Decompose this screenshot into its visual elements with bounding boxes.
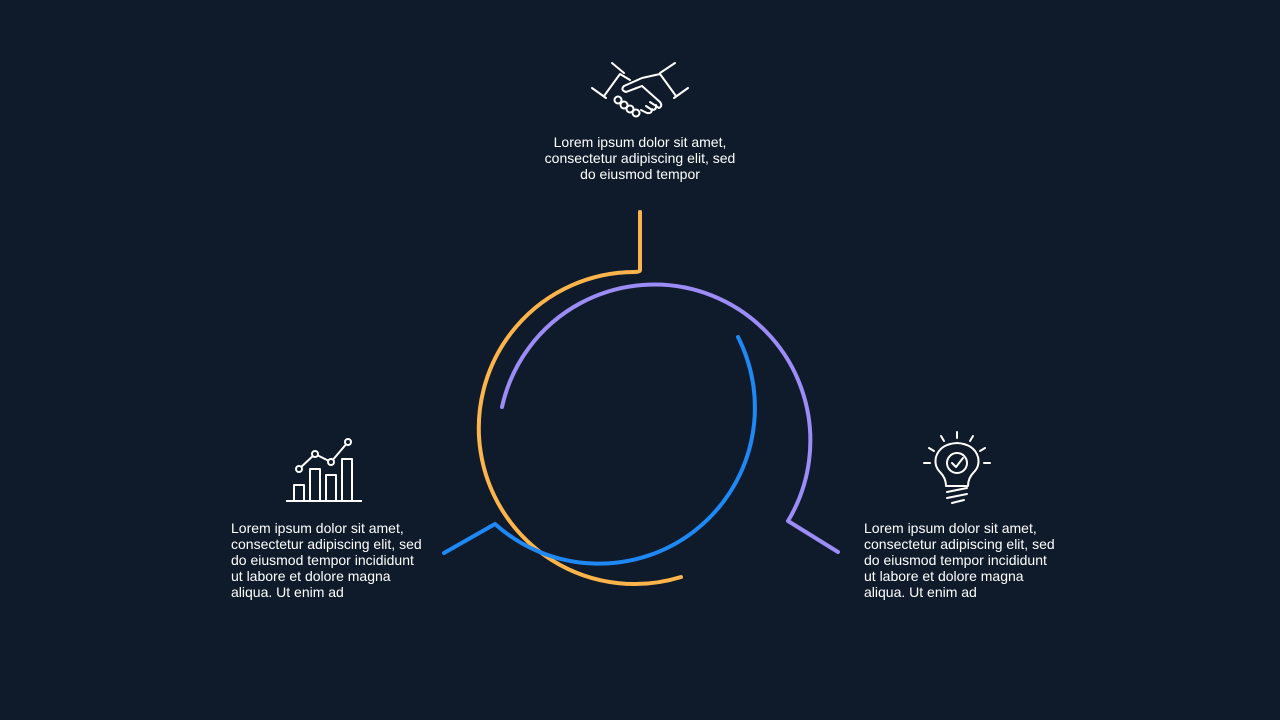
orange-ring-segment <box>476 210 683 586</box>
item-text-right: Lorem ipsum dolor sit amet, consectetur … <box>864 520 1055 600</box>
purple-ring-segment <box>500 282 840 554</box>
blue-ring-segment <box>442 335 757 566</box>
lightbulb-icon <box>922 430 992 506</box>
bar-chart-icon <box>284 436 364 504</box>
item-text-left: Lorem ipsum dolor sit amet, consectetur … <box>231 520 422 600</box>
item-text-top: Lorem ipsum dolor sit amet, consectetur … <box>544 134 736 182</box>
handshake-icon <box>590 60 690 120</box>
